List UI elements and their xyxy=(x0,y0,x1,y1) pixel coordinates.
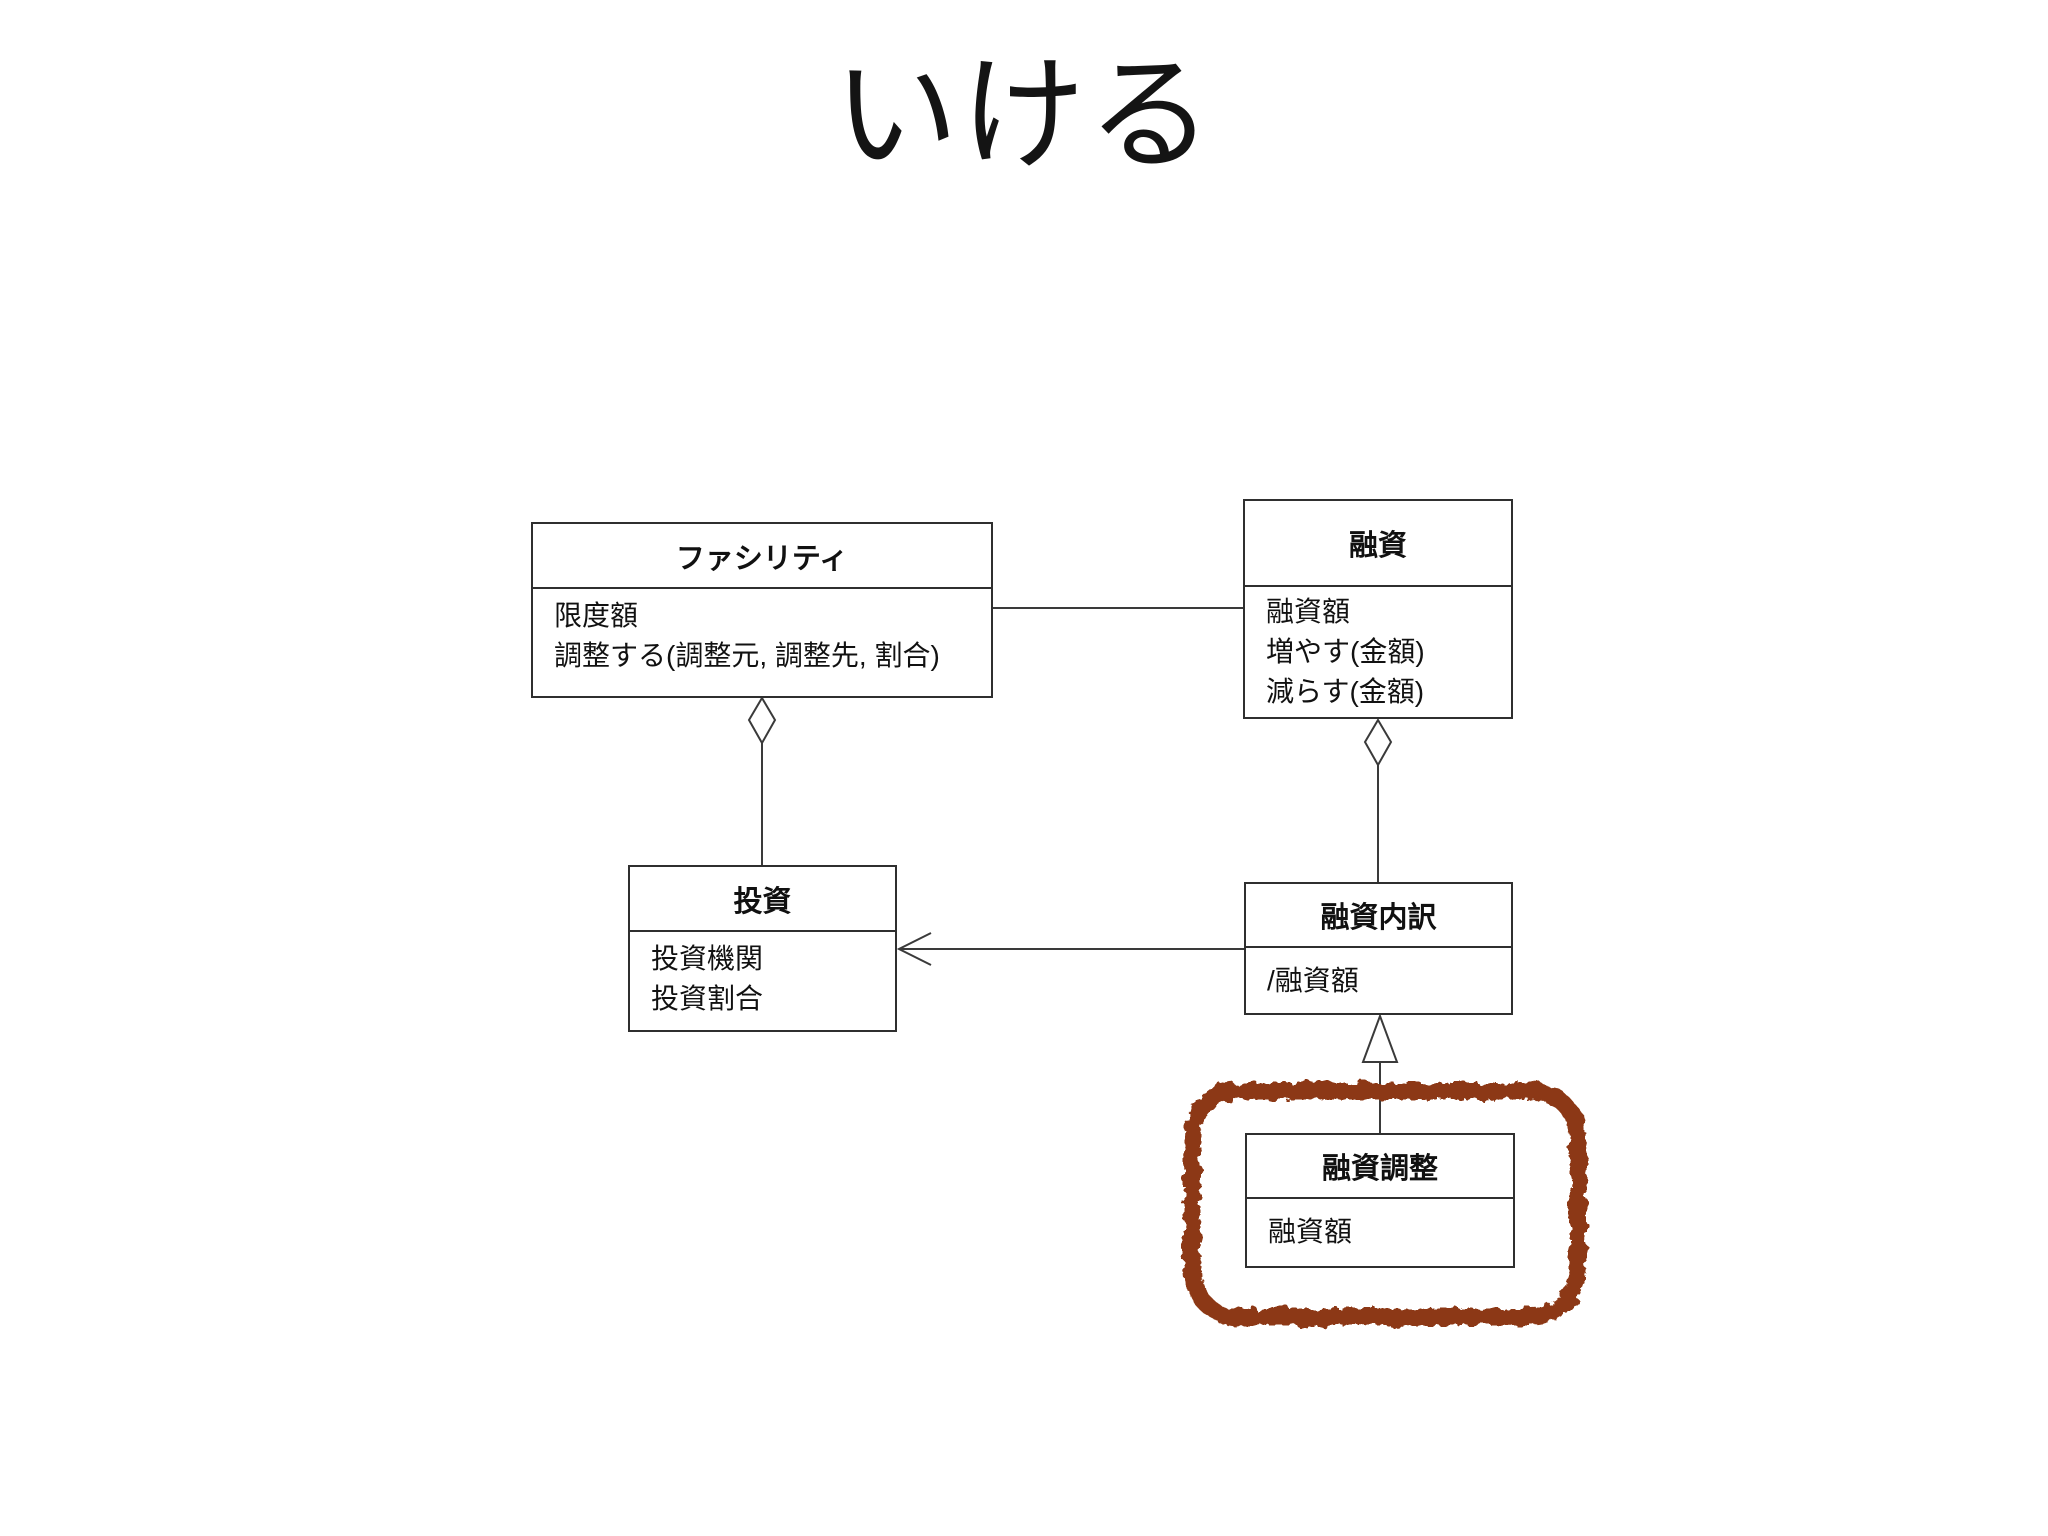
class-loan: 融資 融資額 増やす(金額) 減らす(金額) xyxy=(1243,499,1513,719)
class-facility-attribute: 調整する(調整元, 調整先, 割合) xyxy=(554,640,940,671)
class-loan-breakdown-attribute: /融資額 xyxy=(1267,965,1359,996)
class-loan-attribute: 融資額 xyxy=(1266,596,1351,627)
class-investment: 投資 投資機関 投資割合 xyxy=(628,865,897,1032)
class-facility: ファシリティ 限度額 調整する(調整元, 調整先, 割合) xyxy=(531,522,993,698)
aggregation-diamond-facility-icon xyxy=(747,696,777,746)
aggregation-diamond-loan-icon xyxy=(1363,718,1393,768)
class-loan-attribute: 減らす(金額) xyxy=(1266,676,1425,707)
class-facility-attribute: 限度額 xyxy=(554,600,639,631)
class-loan-breakdown: 融資内訳 /融資額 xyxy=(1244,882,1513,1015)
class-facility-name: ファシリティ xyxy=(533,524,991,589)
slide-title: いける xyxy=(833,46,1215,185)
generalization-triangle-icon xyxy=(1361,1013,1399,1063)
class-loan-adjustment-attribute: 融資額 xyxy=(1268,1216,1353,1247)
class-loan-breakdown-name: 融資内訳 xyxy=(1246,884,1511,948)
class-loan-adjustment: 融資調整 融資額 xyxy=(1245,1133,1515,1268)
class-loan-attribute: 増やす(金額) xyxy=(1266,636,1425,667)
class-loan-adjustment-name: 融資調整 xyxy=(1247,1135,1513,1199)
class-investment-name: 投資 xyxy=(630,867,895,932)
class-investment-attribute: 投資機関 xyxy=(651,943,764,974)
open-arrowhead-icon xyxy=(896,932,932,966)
class-loan-name: 融資 xyxy=(1245,501,1511,587)
class-investment-attribute: 投資割合 xyxy=(651,983,764,1014)
